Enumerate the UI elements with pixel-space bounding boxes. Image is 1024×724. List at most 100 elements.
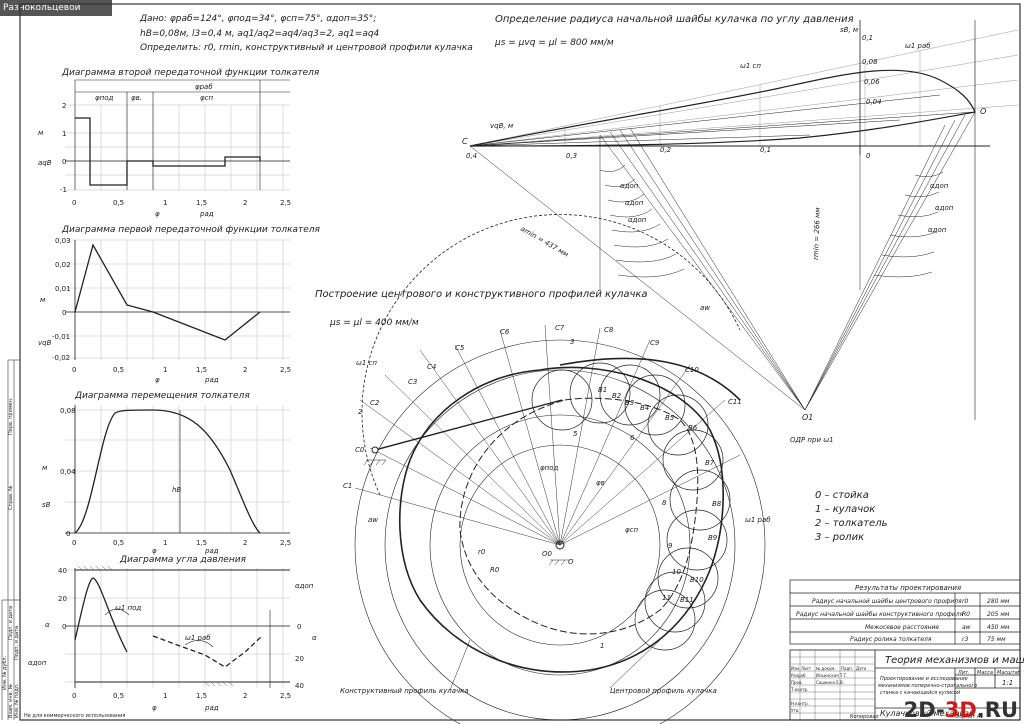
- cp-w1r: ω1 раб: [745, 516, 771, 524]
- d3-h-label: hB: [172, 486, 181, 494]
- pd-adop-5: αдоп: [935, 204, 954, 212]
- pd-x-03: 0,3: [566, 152, 577, 160]
- tb-mass: Масса: [977, 670, 993, 676]
- d3-ylabel: sB: [42, 501, 51, 509]
- cp-n11: 11: [662, 594, 671, 602]
- side-stamp-labels: Перв. примен. Справ. № Подп. и дата Инв.…: [2, 397, 20, 718]
- d1-ytick-1: 1: [62, 130, 66, 138]
- d4-ytick-0: 0: [62, 623, 66, 631]
- cp-b4: B4: [640, 404, 649, 412]
- tb-name-0: Ильинская Т.Т.: [816, 673, 847, 678]
- d2-ytick-1: 0,03: [55, 237, 71, 245]
- res-name-2: Межосевое расстояние: [865, 624, 939, 631]
- pd-amin: amin = 437 мм: [519, 225, 570, 259]
- cp-c6: C6: [500, 328, 510, 336]
- cp-o0: O0: [542, 550, 553, 558]
- cp-b1: B1: [598, 386, 607, 394]
- tb-row-3: Подп.: [841, 666, 853, 671]
- cam-profile-construction: Построение центрового и конструктивного …: [315, 214, 771, 724]
- d2-ytick-5: -0,01: [52, 333, 70, 341]
- pd-y-2: 0,08: [862, 58, 878, 66]
- pd-aw: aw: [700, 304, 710, 312]
- d3-xtick-4: 2: [243, 539, 247, 547]
- stamp-3: Подп. и дата: [8, 606, 14, 640]
- d1-xtick-5: 2,5: [280, 199, 291, 207]
- d2-title: Диаграмма первой передаточной функции то…: [61, 225, 321, 235]
- pd-rmin: rmin = 266 мм: [812, 207, 822, 261]
- pd-w-top: ω1 сп: [740, 62, 761, 70]
- footer-note: Не для коммерческого использования: [24, 713, 125, 719]
- stamp-4: Инв. № дубл.: [2, 655, 8, 690]
- d2-xtick-0: 0: [72, 366, 76, 374]
- d3-xtick-0: 0: [72, 539, 76, 547]
- stamp-7: Инв. № подл.: [14, 683, 20, 718]
- res-sym-2: aw: [962, 624, 971, 631]
- cp-label-center: Центровой профиль кулачка: [610, 687, 717, 695]
- tb-doc: Кулачковый механизм: [880, 709, 975, 718]
- tb-row-9: Утв.: [791, 708, 799, 713]
- cp-c5: C5: [455, 344, 465, 352]
- pd-point-o: O: [980, 107, 986, 116]
- sheet-frame: [19, 3, 1021, 721]
- tb-row-8: Н.контр.: [791, 701, 809, 706]
- legend-item-1: 1 – кулачок: [815, 504, 875, 515]
- d2-xtick-3: 1,5: [196, 366, 207, 374]
- d1-xlabel: φ: [155, 210, 160, 218]
- stamp-5: Взам. инв. №: [8, 683, 14, 718]
- pd-point-c: C: [462, 137, 468, 146]
- d4-xunit: рад: [204, 704, 219, 712]
- cp-w1: ω1 сп: [356, 359, 377, 367]
- cp-label-construct: Конструктивный профиль кулачка: [340, 687, 469, 695]
- d4-ytick-20: 20: [58, 595, 67, 603]
- d4-ylabel: α: [45, 621, 50, 629]
- d1-ytick-2: 2: [62, 102, 66, 110]
- d1-phase-1: φпод: [95, 94, 113, 102]
- tb-row-6: Пров.: [791, 680, 803, 685]
- d3-xlabel: φ: [152, 547, 157, 555]
- d1-xtick-4: 2: [243, 199, 247, 207]
- tb-sub1: Проектирование и исследование: [880, 676, 968, 682]
- res-name-3: Радиус ролика толкателя: [850, 636, 932, 643]
- d1-yunit: м: [38, 129, 44, 137]
- tb-scale: Масштаб: [997, 670, 1021, 676]
- cp-n9: 9: [668, 542, 673, 550]
- d3-xtick-3: 1,5: [196, 539, 207, 547]
- pd-x-04: 0,4: [466, 152, 477, 160]
- tb-row-7: Т.контр.: [790, 687, 808, 692]
- tb-scale-val: 1:1: [1002, 679, 1013, 687]
- res-name-0: Радиус начальной шайбы центрового профил…: [812, 598, 962, 605]
- cp-phi-raz: φв: [596, 479, 605, 487]
- cp-b7: B7: [705, 459, 715, 467]
- cp-b10: B10: [690, 576, 704, 584]
- pd-adop-4: αдоп: [930, 182, 949, 190]
- d3-yunit: м: [42, 464, 48, 472]
- pd-x-0: 0: [866, 152, 871, 160]
- res-val-3: 75 мм: [987, 636, 1006, 643]
- pd-y-4: 0,04: [866, 98, 882, 106]
- pd-w-raz: ω1 раб: [905, 42, 931, 50]
- pd-x-01: 0,1: [760, 146, 771, 154]
- d2-xtick-2: 1: [163, 366, 167, 374]
- d3-xtick-2: 1: [163, 539, 167, 547]
- cp-b5: B5: [665, 414, 675, 422]
- d1-xtick-2: 1: [163, 199, 167, 207]
- legend-item-3: 3 – ролик: [815, 532, 864, 543]
- cp-c0: C0: [355, 446, 365, 454]
- d1-xtick-3: 1,5: [196, 199, 207, 207]
- pd-adop-6: αдоп: [928, 226, 947, 234]
- cp-phi-pod: φпод: [540, 464, 558, 472]
- d2-ytick-4: 0: [62, 309, 66, 317]
- stamp-2: Справ. №: [8, 485, 14, 510]
- pd-sB: sB, м: [840, 26, 859, 34]
- cp-n3: 3: [570, 338, 574, 346]
- d3-xtick-5: 2,5: [280, 539, 291, 547]
- d1-phase-3: φсп: [200, 94, 213, 102]
- d4-adop-right: αдоп: [295, 582, 314, 590]
- d4-xtick-0: 0: [72, 692, 76, 700]
- cp-c7: C7: [555, 324, 565, 332]
- cp-n5: 5: [573, 430, 578, 438]
- stamp-6: Подп. и дата: [14, 626, 20, 660]
- tb-lit: Лит.: [957, 670, 970, 676]
- d4-ylabel-right: α: [312, 634, 317, 642]
- d3-ytick-2: 0,04: [60, 468, 76, 476]
